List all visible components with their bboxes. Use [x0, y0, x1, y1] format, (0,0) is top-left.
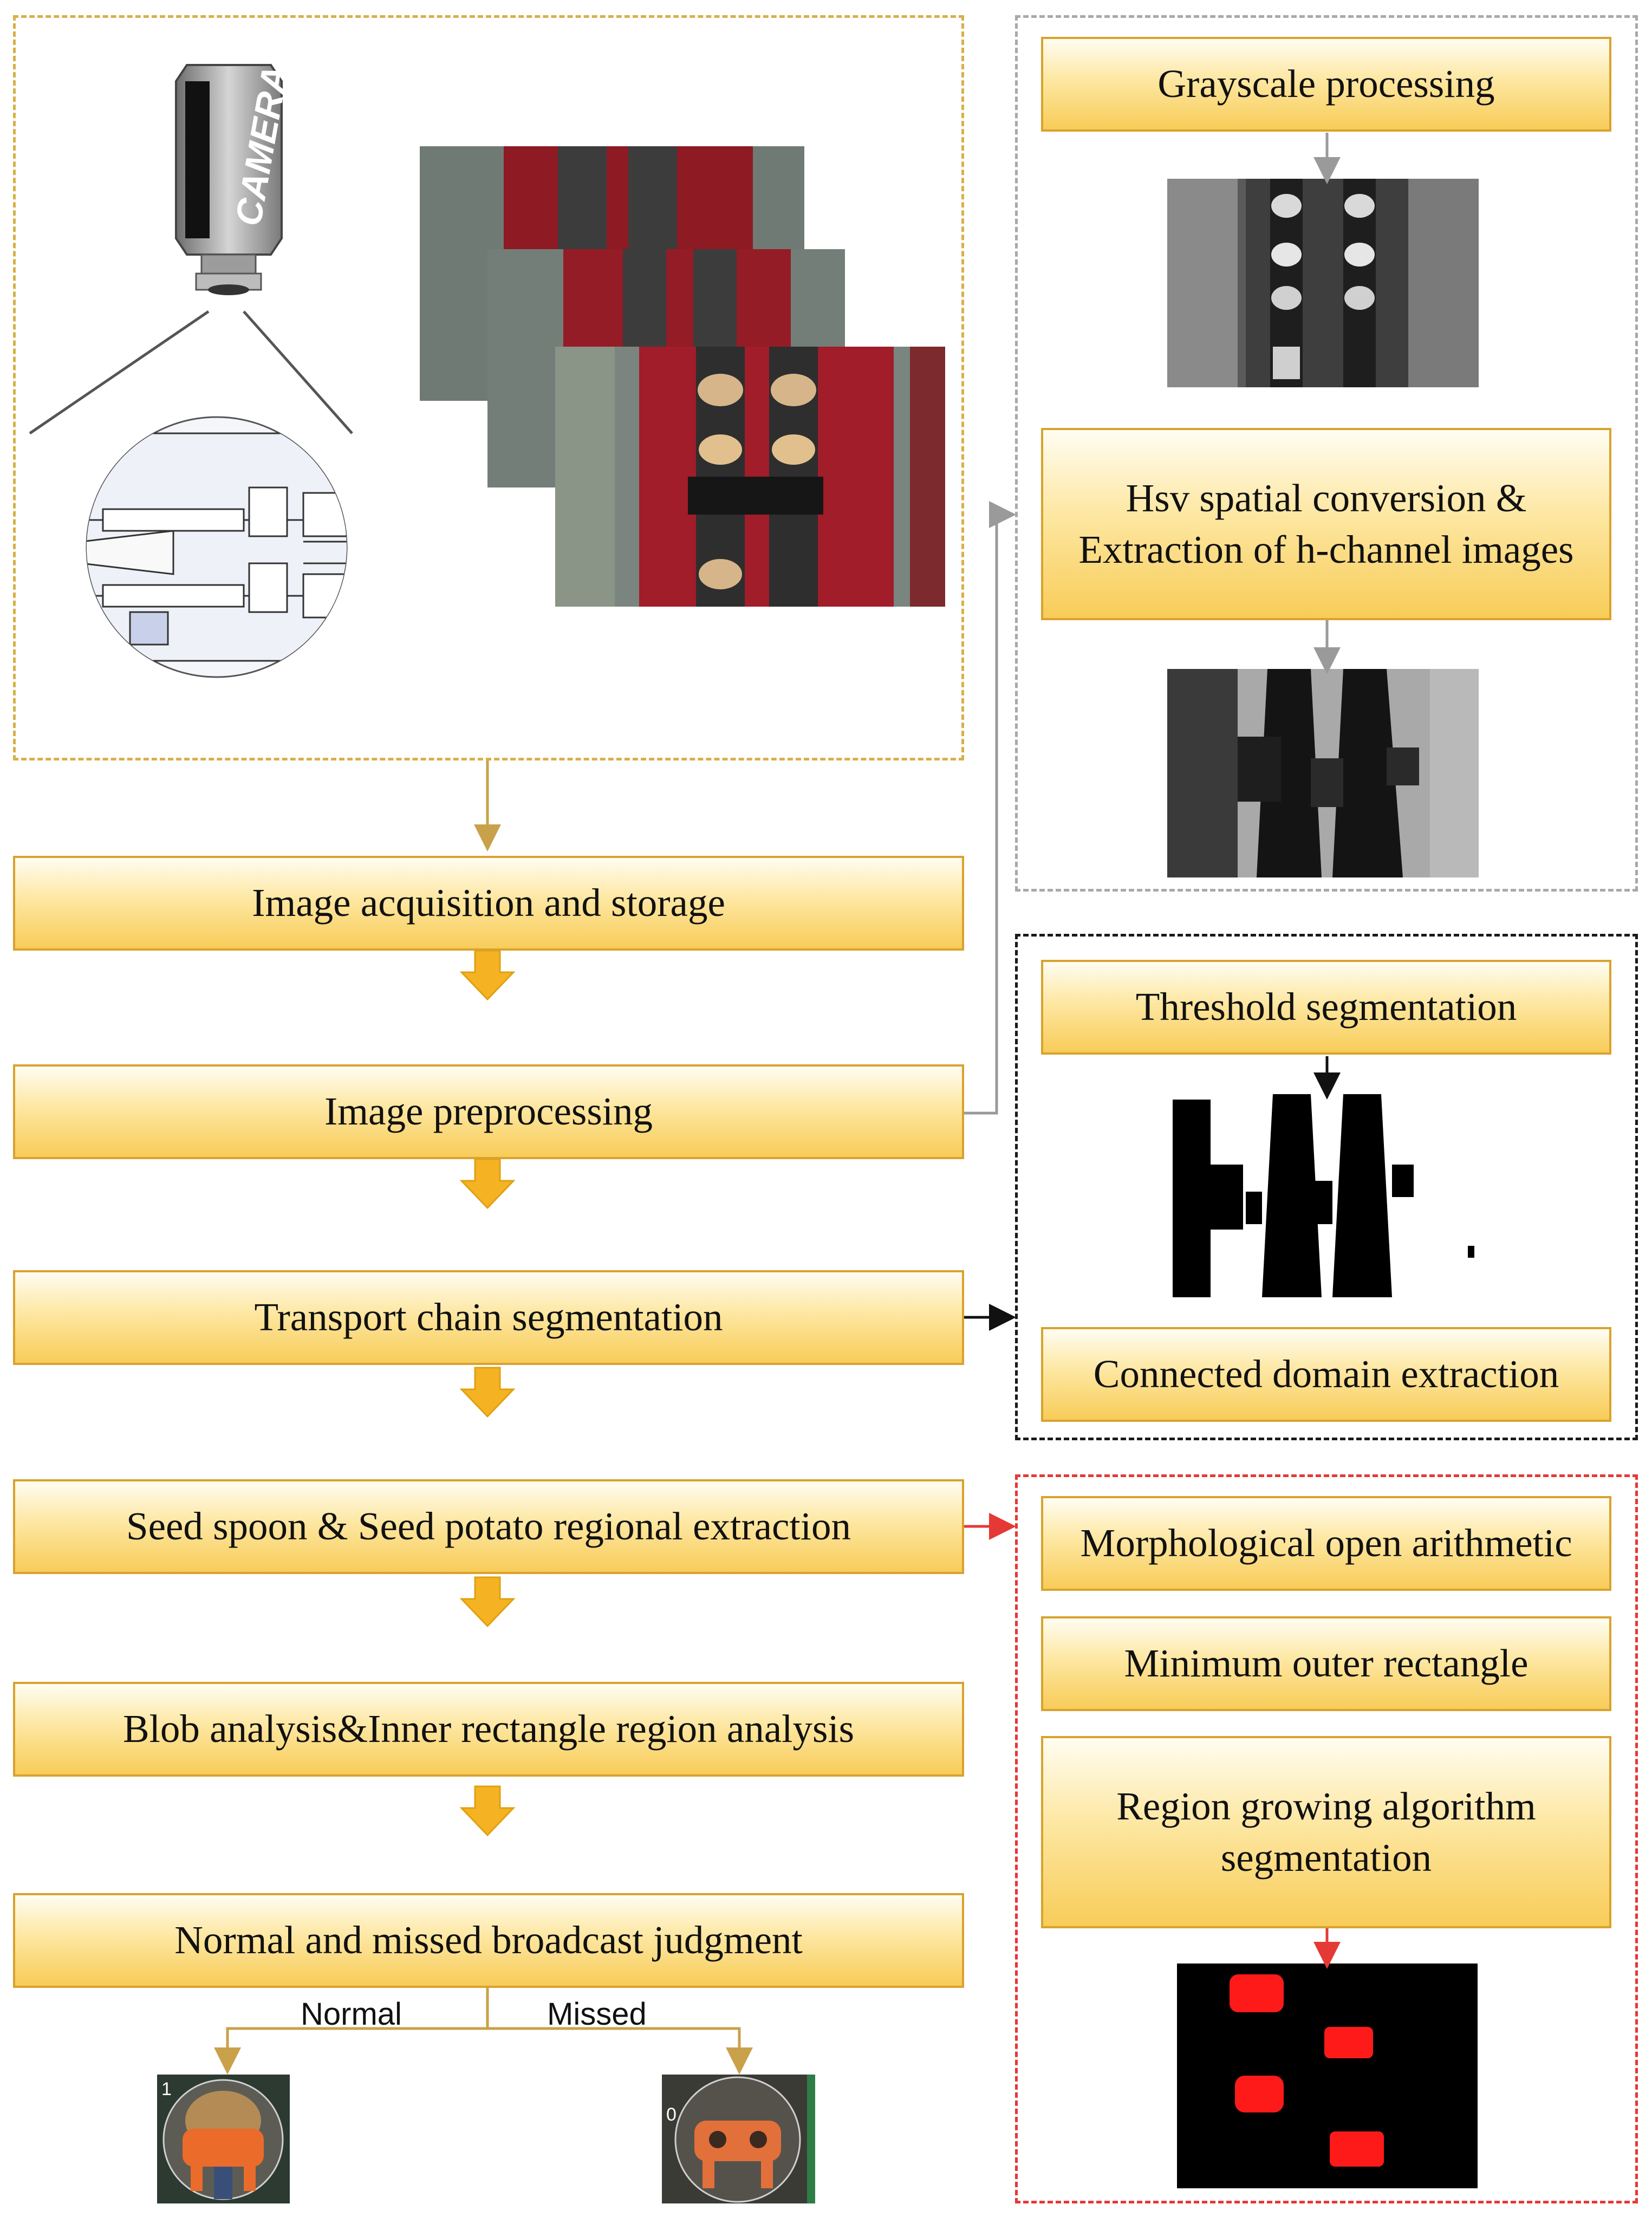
preprocess-connector [964, 501, 1016, 1115]
acquisition-frame [13, 15, 964, 760]
step-blob-analysis: Blob analysis&Inner rectangle region ana… [13, 1682, 964, 1777]
segmentation-frame [1015, 934, 1638, 1440]
down-arrow-3 [459, 1367, 516, 1418]
down-arrow-4 [459, 1576, 516, 1628]
down-arrow-5 [459, 1785, 516, 1837]
h-channel-image [1167, 669, 1479, 877]
step-regional-extraction: Seed spoon & Seed potato regional extrac… [13, 1479, 964, 1574]
down-arrow-2 [459, 1158, 516, 1210]
missed-spoon-photo [662, 2075, 815, 2203]
step-region-growing: Region growing algorithm segmentation [1041, 1736, 1611, 1928]
missed-branch-label: Missed [547, 1997, 647, 2032]
normal-spoon-photo [157, 2075, 290, 2203]
down-arrow-1 [459, 950, 516, 1001]
missed-count-digit: 0 [666, 2104, 677, 2125]
step-arrows [459, 950, 516, 1837]
step-transport-chain-segmentation: Transport chain segmentation [13, 1270, 964, 1365]
step-morphological-open: Morphological open arithmetic [1041, 1496, 1611, 1591]
threshold-image [1173, 1094, 1487, 1297]
step-grayscale-processing: Grayscale processing [1041, 37, 1611, 132]
step-image-acquisition: Image acquisition and storage [13, 856, 964, 951]
step-minimum-outer-rectangle: Minimum outer rectangle [1041, 1616, 1611, 1711]
preprocessing-frame [1015, 15, 1638, 892]
step-hsv-conversion: Hsv spatial conversion & Extraction of h… [1041, 428, 1611, 620]
captured-frames [420, 146, 945, 607]
step-broadcast-judgment: Normal and missed broadcast judgment [13, 1893, 964, 1988]
camera-icon: CAMERA [29, 63, 353, 435]
grayscale-image [1167, 179, 1479, 387]
region-growing-image [1177, 1964, 1478, 2188]
normal-count-digit: 1 [161, 2079, 172, 2099]
normal-branch-label: Normal [301, 1997, 402, 2032]
frame-photo-front [555, 347, 945, 607]
judgment-split-connector [214, 1986, 753, 2075]
step-connected-domain-extraction: Connected domain extraction [1041, 1327, 1611, 1422]
step-threshold-segmentation: Threshold segmentation [1041, 960, 1611, 1055]
extraction-frame [1015, 1474, 1638, 2203]
step-image-preprocessing: Image preprocessing [13, 1064, 964, 1159]
planter-schematic [86, 416, 348, 678]
